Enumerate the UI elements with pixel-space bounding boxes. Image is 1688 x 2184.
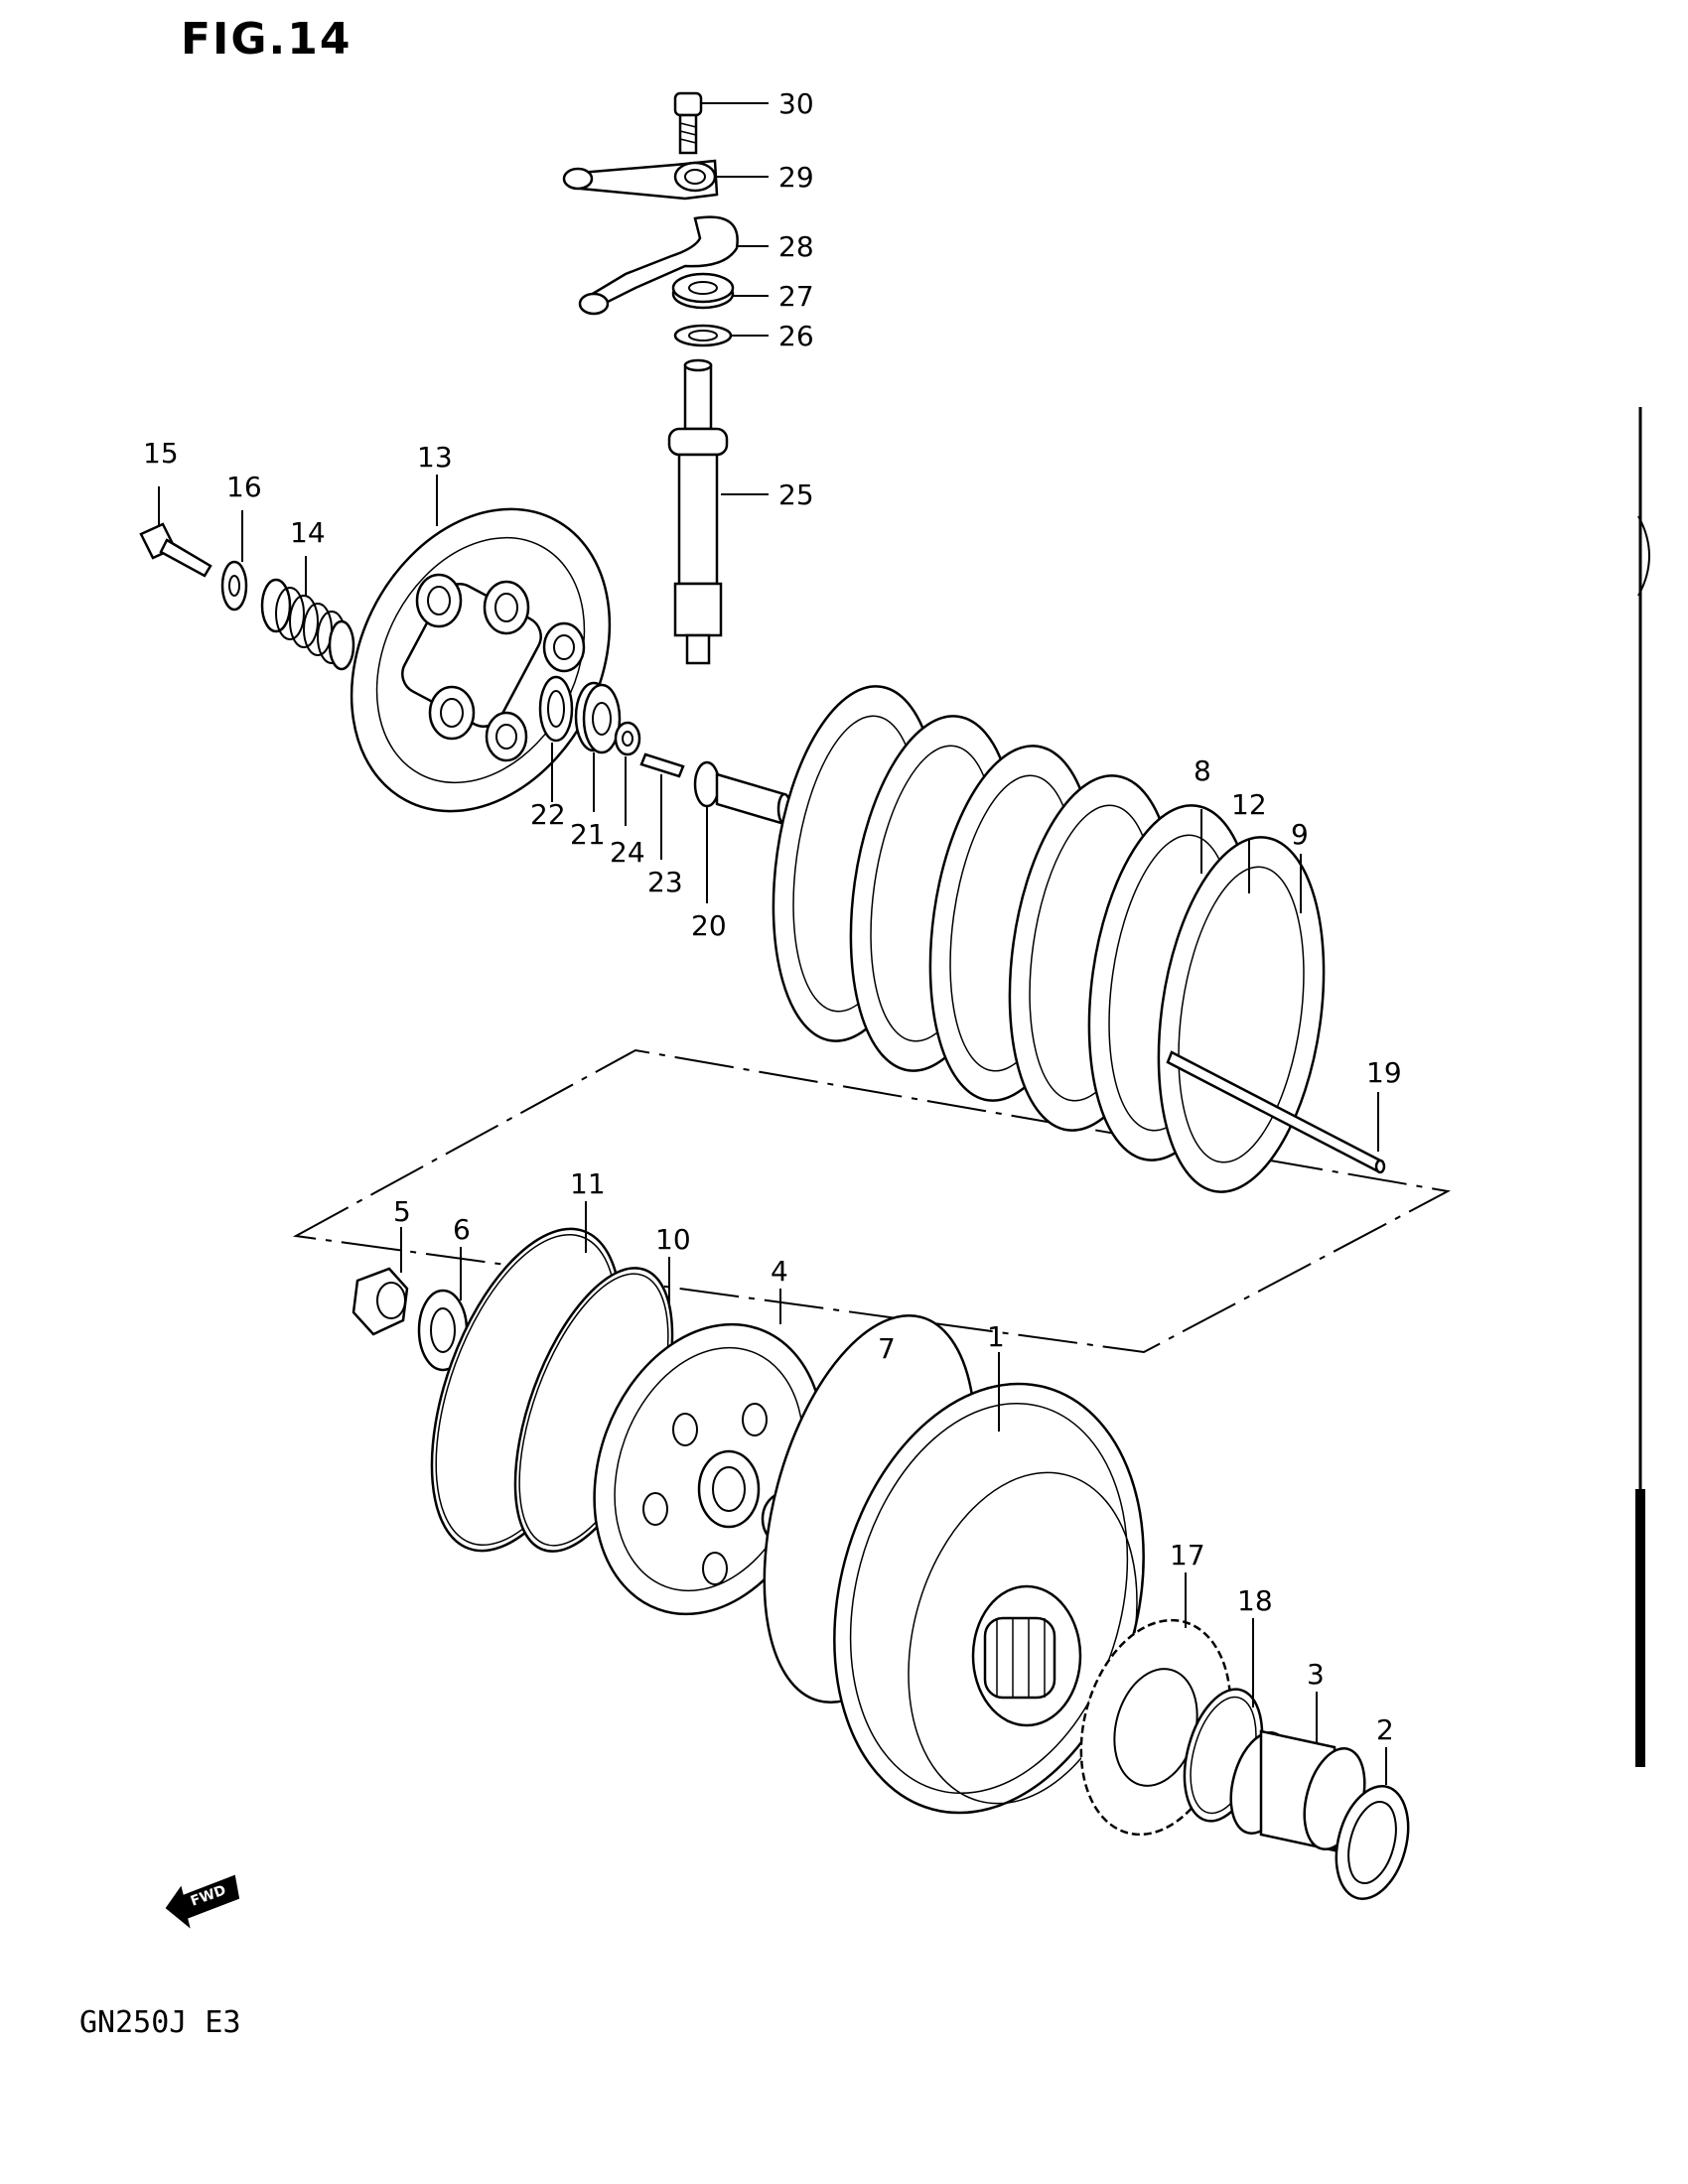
callout-labels: 30 29 28 27 26 25 15 16 14 13 22 21 24 2…	[143, 87, 1402, 1746]
callout-18: 18	[1237, 1584, 1273, 1617]
part-28-lever	[578, 215, 769, 316]
callout-28: 28	[778, 230, 814, 263]
part-27-oil-seal	[671, 272, 769, 310]
part-13-pressure-plate	[350, 475, 612, 813]
callout-9: 9	[1291, 818, 1309, 851]
callout-21: 21	[570, 818, 606, 851]
callout-22: 22	[530, 798, 566, 831]
callout-29: 29	[778, 161, 814, 194]
callout-24: 24	[610, 836, 645, 869]
part-2-washer	[1335, 1747, 1410, 1900]
part-19-push-rod	[1166, 1050, 1386, 1174]
callout-14: 14	[290, 516, 326, 549]
callout-6: 6	[453, 1213, 471, 1246]
figure-title: FIG.14	[181, 14, 352, 65]
assembly-outline	[292, 1048, 1452, 1354]
scan-edge-marks	[1635, 407, 1650, 1767]
callout-8: 8	[1194, 754, 1211, 787]
callout-20: 20	[691, 909, 727, 942]
part-25-release-shaft	[667, 358, 769, 665]
callout-2: 2	[1376, 1713, 1394, 1746]
part-16-washer	[220, 510, 248, 612]
part-15-bolt	[139, 486, 212, 578]
part-23-pin	[639, 752, 685, 860]
callout-4: 4	[771, 1255, 788, 1288]
callout-30: 30	[778, 87, 814, 120]
part-30-bolt	[673, 91, 769, 155]
callout-11: 11	[570, 1167, 606, 1200]
callout-25: 25	[778, 478, 814, 511]
part-24-nut	[614, 721, 641, 826]
callout-15: 15	[143, 437, 179, 470]
clutch-plate-stack	[772, 685, 1326, 1193]
part-22-washer	[538, 675, 574, 802]
callout-19: 19	[1366, 1056, 1402, 1089]
callout-17: 17	[1170, 1539, 1205, 1571]
part-21-bearing	[574, 681, 622, 812]
callout-5: 5	[393, 1195, 411, 1228]
part-26-washer	[673, 324, 769, 347]
callout-27: 27	[778, 280, 814, 313]
part-1-clutch-housing	[763, 1313, 1145, 1815]
callout-1: 1	[987, 1320, 1005, 1353]
fwd-arrow-icon: FWD	[165, 1874, 240, 1929]
model-code: GN250J E3	[79, 2005, 241, 2040]
callout-16: 16	[226, 471, 262, 503]
callout-23: 23	[647, 866, 683, 898]
part-14-spring	[260, 556, 355, 671]
callout-12: 12	[1231, 788, 1267, 821]
callout-26: 26	[778, 320, 814, 352]
callout-3: 3	[1307, 1658, 1325, 1691]
part-5-nut	[352, 1227, 409, 1336]
callout-13: 13	[417, 441, 453, 474]
callout-7: 7	[878, 1332, 896, 1365]
callout-10: 10	[655, 1223, 691, 1256]
part-29-release-arm	[562, 159, 769, 201]
